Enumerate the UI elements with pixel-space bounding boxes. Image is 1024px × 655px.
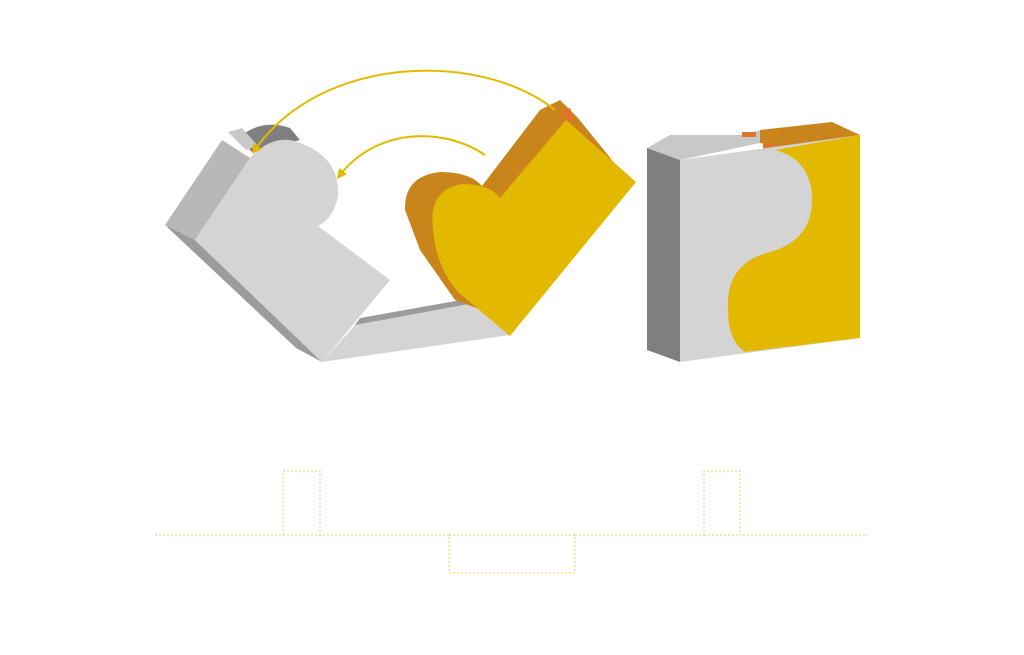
- top-mark-1: [742, 132, 756, 137]
- profile-path: [155, 470, 868, 574]
- gray-bottom-side: [165, 225, 322, 362]
- gray-front-face: [195, 139, 390, 362]
- fold-arrow-outer: [252, 69, 556, 155]
- fold-arrow-inner: [336, 135, 486, 179]
- folded-square-block: [647, 122, 860, 362]
- folded-left-side: [647, 148, 680, 362]
- folded-top-orange: [760, 122, 860, 150]
- left-assembly: [165, 69, 636, 362]
- cut-profile-line: [155, 470, 868, 574]
- gray-tab: [228, 128, 258, 150]
- orange-notch: [560, 108, 574, 124]
- yellow-front-face: [432, 120, 636, 336]
- gray-heart-block: [165, 124, 390, 362]
- gray-left-side: [165, 140, 250, 240]
- folded-top-gray: [647, 130, 760, 160]
- top-mark-2: [763, 144, 775, 149]
- yellow-heart-block: [404, 100, 636, 336]
- hinge-bar: [322, 297, 510, 362]
- folded-front-yellow: [727, 135, 860, 352]
